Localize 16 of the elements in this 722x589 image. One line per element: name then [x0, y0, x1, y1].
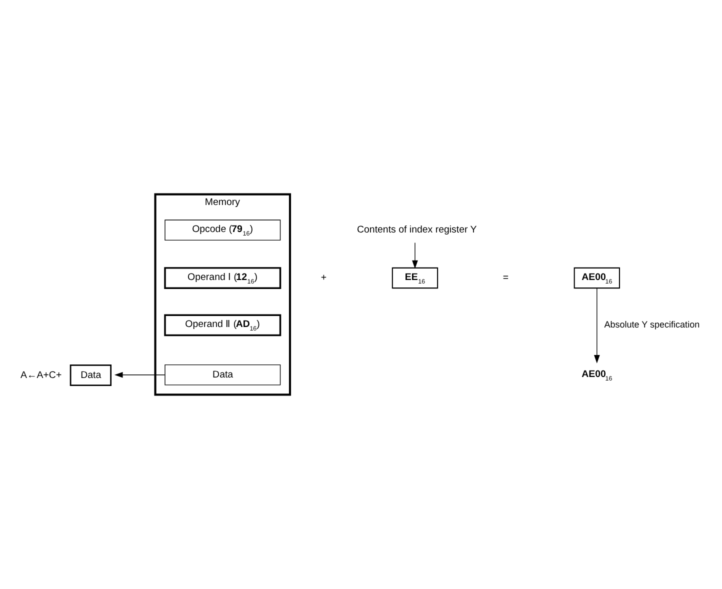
label: +: [320, 272, 327, 284]
arrow: [114, 372, 166, 378]
node-label: A←A+C+: [20, 370, 62, 381]
node-box: AE00$_{16}$: [574, 267, 620, 289]
node-box: EE$_{16}$: [392, 267, 438, 289]
node-box: Opcode (79$_{16}$): [164, 220, 281, 241]
node-box: Data: [70, 364, 112, 386]
label: =: [502, 272, 509, 284]
node-text: Contents of index register Y: [357, 224, 477, 236]
node-box: Operand Ⅱ (AD$_{16}$): [164, 314, 282, 336]
arrow: [412, 242, 418, 269]
edge-label: Absolute Y specification: [604, 320, 700, 330]
arrow: [594, 288, 600, 364]
node-box: Operand Ⅰ (12$_{16}$): [164, 267, 282, 289]
node-box: Data: [164, 364, 281, 386]
node-text: AE00$_{16}$: [582, 368, 612, 382]
